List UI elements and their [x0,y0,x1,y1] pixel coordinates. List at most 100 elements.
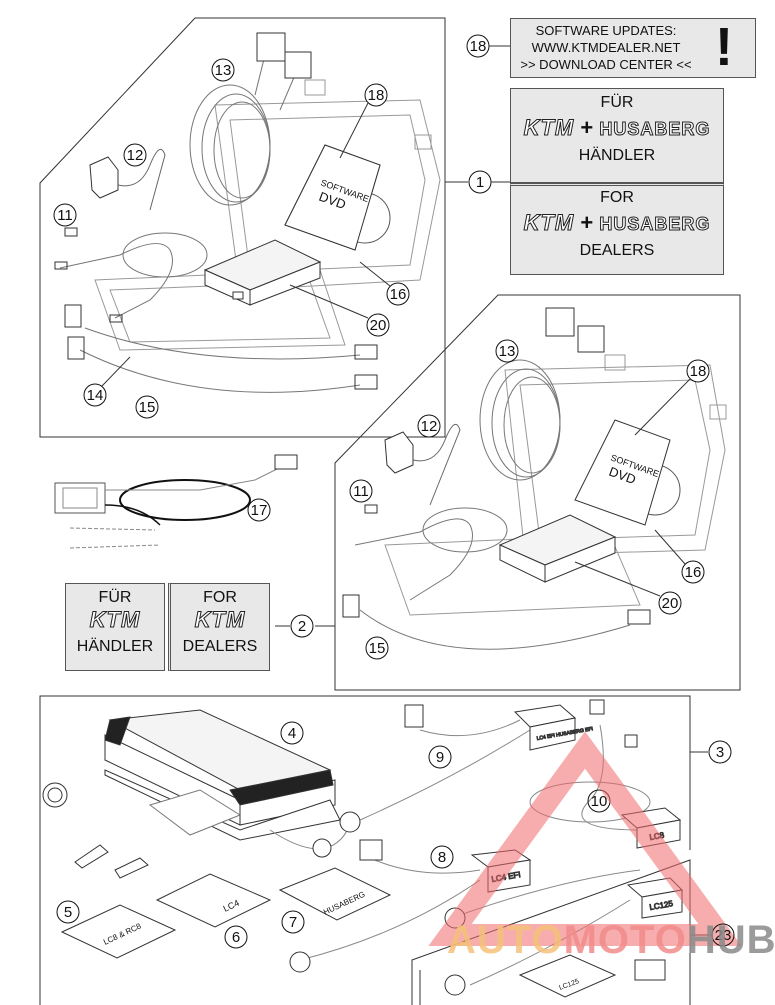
software-updates-line3: >> DOWNLOAD CENTER << [520,57,692,72]
kit2-callout-11: 11 [349,479,373,503]
svg-text:6: 6 [232,929,240,946]
kit3-callout-9: 9 [428,745,452,769]
kit2-en-bottom: DEALERS [182,638,258,655]
plus-sign: + [580,210,594,235]
svg-text:15: 15 [369,640,386,657]
ktm-logo: KTM [523,210,575,236]
kit1-de-top: FÜR [600,94,634,111]
kit2-cable-13 [479,307,605,481]
svg-text:11: 11 [57,207,73,224]
svg-text:18: 18 [690,363,707,380]
exclamation-icon: ! [715,17,733,77]
svg-text:12: 12 [127,147,144,164]
kit23-callout: 23 [711,923,735,947]
kit2-callout-16: 16 [654,529,705,584]
software-updates-box: SOFTWARE UPDATES: WWW.KTMDEALER.NET >> D… [510,17,756,78]
kit3-diagnostic-case [42,709,341,841]
kit1-charger [64,148,166,237]
kit2-charger [364,423,461,514]
kit1-interface-box [203,239,322,306]
kit1-callout-15: 15 [135,395,159,419]
svg-text:1: 1 [476,174,484,191]
kit1-callout-18: 18 [339,83,388,159]
svg-text:12: 12 [421,418,438,435]
kit1-en-bottom: DEALERS [579,242,655,259]
watermark-logo [428,731,742,946]
svg-text:16: 16 [390,286,407,303]
ktm-logo: KTM [89,607,141,633]
callouts: 18 1 2 3 13 12 11 18 16 20 14 15 13 12 1… [53,34,732,949]
kit2-frame [334,294,741,691]
kit2-label-en: FOR KTM DEALERS [168,583,270,671]
watermark-moto: MOTO [563,918,687,962]
watermark-text: AUTOMOTOHUB [447,918,775,963]
svg-text:20: 20 [370,317,387,334]
svg-text:16: 16 [685,564,702,581]
kit2-de-bottom: HÄNDLER [76,638,154,655]
kit1-callout-14: 14 [83,356,131,407]
svg-text:11: 11 [353,483,369,500]
kit1-frame [39,17,446,438]
software-updates-line2: WWW.KTMDEALER.NET [531,40,681,55]
svg-text:5: 5 [64,904,72,921]
kit1-en-top: FOR [600,189,634,206]
kit3-harnesses [269,719,651,986]
kit1-callout-20: 20 [289,284,390,337]
husaberg-logo: HUSABERG [599,119,711,140]
kit2-cable-15 [342,594,651,650]
kit1-callout-11: 11 [53,203,77,227]
kit2-en-top: FOR [203,589,237,606]
callout-1: 1 [468,170,510,194]
cable-17 [54,454,298,549]
kit1-callout-12: 12 [123,143,147,167]
svg-text:3: 3 [716,744,724,761]
callout-17: 17 [247,498,271,522]
husaberg-logo: HUSABERG [599,214,711,235]
software-updates-line1: SOFTWARE UPDATES: [535,23,677,38]
kit3-callout-6: 6 [224,925,248,949]
kit1-dvd: SOFTWARE DVD [284,144,391,251]
kit3-callout-5: 5 [56,900,80,924]
kit2-callout-12: 12 [417,414,441,438]
plus-sign: + [580,115,594,140]
kit2-de-top: FÜR [98,589,132,606]
kit2-label-de: FÜR KTM HÄNDLER [65,583,165,671]
svg-text:17: 17 [251,502,268,519]
kit1-usb-cables [54,232,208,323]
svg-text:2: 2 [298,618,306,635]
kit1-callout-16: 16 [359,261,410,306]
kit2-interface-box [498,514,617,583]
callout-2: 2 [290,614,314,638]
svg-text:9: 9 [436,749,444,766]
svg-text:13: 13 [499,343,516,360]
ktm-logo: KTM [523,115,575,141]
kit2-callout-15: 15 [365,636,389,660]
watermark-auto: AUTO [447,918,564,962]
kit2-dvd: SOFTWARE DVD [574,419,681,526]
svg-text:18: 18 [470,38,487,55]
svg-text:10: 10 [591,793,608,810]
svg-text:18: 18 [368,87,385,104]
kit3-clamps [74,844,149,879]
svg-text:15: 15 [139,399,156,416]
kit2-callout-20: 20 [574,561,682,615]
kit1-de-bottom: HÄNDLER [578,147,656,164]
ktm-logo: KTM [194,607,246,633]
svg-text:14: 14 [87,387,104,404]
kit3-plate-5: LC8 & RC8 [60,904,177,959]
svg-text:7: 7 [289,914,297,931]
kit23-plate-lc125: LC125 [518,954,617,998]
kit1-cables-14-15 [64,304,378,393]
kit3-callout-4: 4 [280,721,304,745]
kit1-label-de: FÜR KTM + HUSABERG HÄNDLER [510,88,724,183]
kit3-callout-8: 8 [430,845,454,869]
watermark-hub: HUB [686,918,775,962]
kit2-usb-cables [354,507,508,601]
kit1-callout-13: 13 [211,58,235,82]
svg-text:8: 8 [438,849,446,866]
svg-text:23: 23 [715,927,732,944]
callout-3: 3 [708,740,732,764]
kit2-callout-18: 18 [634,359,710,436]
svg-text:4: 4 [288,725,296,742]
